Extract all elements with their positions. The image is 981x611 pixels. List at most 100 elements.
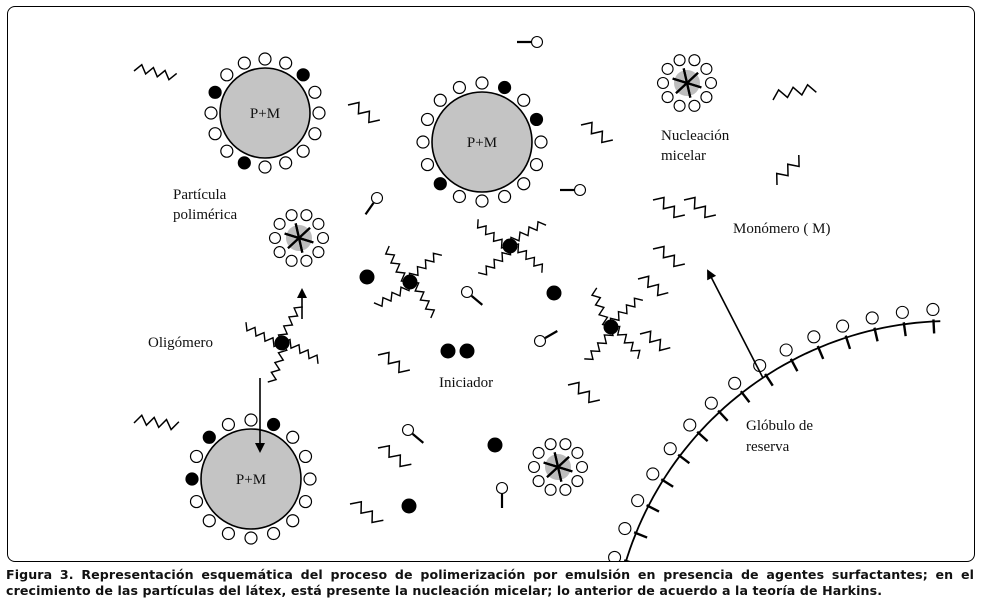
free-surfactant xyxy=(533,330,558,348)
radical-dot xyxy=(274,335,290,351)
radical-dot xyxy=(529,112,544,127)
free-surfactant xyxy=(517,35,544,49)
initiator-radical xyxy=(359,269,375,285)
oligomer-chain xyxy=(409,281,436,319)
monomer-chain xyxy=(652,245,685,268)
surfactant-head xyxy=(683,418,697,432)
particula-label-line2: polimérica xyxy=(173,207,237,223)
surfactant-head xyxy=(571,446,584,459)
initiator-radical xyxy=(487,437,503,453)
surfactant-head xyxy=(308,85,322,99)
surfactant-head xyxy=(237,56,251,70)
radical-dot xyxy=(296,68,310,82)
surfactant-head xyxy=(273,246,286,259)
radical-dot xyxy=(603,319,619,335)
monomer-chain xyxy=(133,413,180,431)
oligomer-chain xyxy=(277,306,303,344)
nucleacion-label-line2: micelar xyxy=(661,148,706,164)
surfactant-head xyxy=(532,475,545,488)
initiator-radical xyxy=(546,285,562,301)
surfactant-head xyxy=(285,254,298,267)
micelle xyxy=(527,438,589,496)
radical-dot xyxy=(502,238,518,254)
polymer-particle xyxy=(185,413,317,545)
monomer-chain xyxy=(347,101,380,124)
surfactant-head xyxy=(475,76,489,90)
surfactant-head xyxy=(273,217,286,230)
surfactant-tail xyxy=(764,373,774,387)
surfactant-head xyxy=(704,76,718,90)
radical-dot xyxy=(266,417,281,432)
free-surfactant xyxy=(560,183,587,197)
globulo-label-line1: Glóbulo de xyxy=(746,418,813,434)
oligomer-chain xyxy=(584,326,614,361)
surfactant-head xyxy=(266,526,281,541)
radical-dot xyxy=(237,156,251,170)
monomer-chain xyxy=(377,444,412,468)
surfactant-head xyxy=(530,35,544,49)
surfactant-head xyxy=(529,157,544,172)
micelle xyxy=(268,209,330,267)
free-surfactant xyxy=(401,423,425,444)
radical-dot xyxy=(433,177,447,191)
surfactant-head xyxy=(303,472,317,486)
polymer-particle xyxy=(204,52,326,174)
surfactant-head xyxy=(895,305,909,319)
surfactant-head xyxy=(673,99,686,112)
oligomer xyxy=(584,287,644,361)
surfactant-tail xyxy=(623,559,631,561)
surfactant-head xyxy=(573,183,587,197)
surfactant-head xyxy=(420,112,435,127)
monomer-chain xyxy=(683,196,716,219)
surfactant-head xyxy=(244,531,258,545)
surfactant-head xyxy=(279,156,293,170)
surfactant-head xyxy=(688,54,701,67)
particle-label-1: P+M xyxy=(250,106,280,122)
surfactant-head xyxy=(244,413,258,427)
surfactant-head xyxy=(268,231,282,245)
surfactant-head xyxy=(220,144,234,158)
micelle-tail xyxy=(546,455,570,479)
oligomer-chain xyxy=(509,220,547,247)
globulo-label-line2: reserva xyxy=(746,439,790,455)
surfactant-head xyxy=(704,396,718,410)
surfactant-head xyxy=(673,54,686,67)
surfactant-tail xyxy=(717,409,729,422)
surfactant-tail xyxy=(844,335,852,350)
surfactant-head xyxy=(807,330,821,344)
surfactant-head xyxy=(631,494,645,508)
oligomer-chain xyxy=(408,252,443,283)
monomer-chain xyxy=(580,121,613,144)
initiator-radical xyxy=(401,498,417,514)
surfactant-head xyxy=(663,442,677,456)
surfactant-head xyxy=(836,319,850,333)
monomer-chain xyxy=(652,196,685,219)
particula-label-line1: Partícula xyxy=(173,187,227,203)
surfactant-head xyxy=(571,475,584,488)
surfactant-head xyxy=(517,93,531,107)
surfactant-tail xyxy=(660,478,674,488)
emulsion-polymerization-diagram: P+M P+M P+M Partícula polimérica Nucleac… xyxy=(133,35,941,561)
oligomer-chain xyxy=(610,325,641,360)
particle-core xyxy=(431,91,533,193)
iniciador-label: Iniciador xyxy=(439,375,493,391)
oligomer-chain xyxy=(384,245,411,283)
surfactant-tail xyxy=(696,430,709,443)
figure-frame: P+M P+M P+M Partícula polimérica Nucleac… xyxy=(7,6,975,562)
surfactant-tail xyxy=(932,319,936,334)
caption-line-1: Figura 3. Representación esquemática del… xyxy=(6,567,974,582)
surfactant-head xyxy=(527,460,541,474)
figure-caption: Figura 3. Representación esquemática del… xyxy=(6,567,974,599)
surfactant-head xyxy=(533,334,547,348)
surfactant-tail xyxy=(646,504,660,513)
oligomer-chain xyxy=(476,219,511,249)
initiator-radical xyxy=(440,343,456,359)
monomer-chain xyxy=(639,330,671,352)
surfactant-head xyxy=(452,80,467,95)
surfactant-head xyxy=(700,62,713,75)
surfactant-head xyxy=(189,494,204,509)
surfactant-head xyxy=(559,438,572,451)
surfactant-head xyxy=(646,467,660,481)
monomer-chain xyxy=(567,381,600,404)
surfactant-head xyxy=(300,254,313,267)
